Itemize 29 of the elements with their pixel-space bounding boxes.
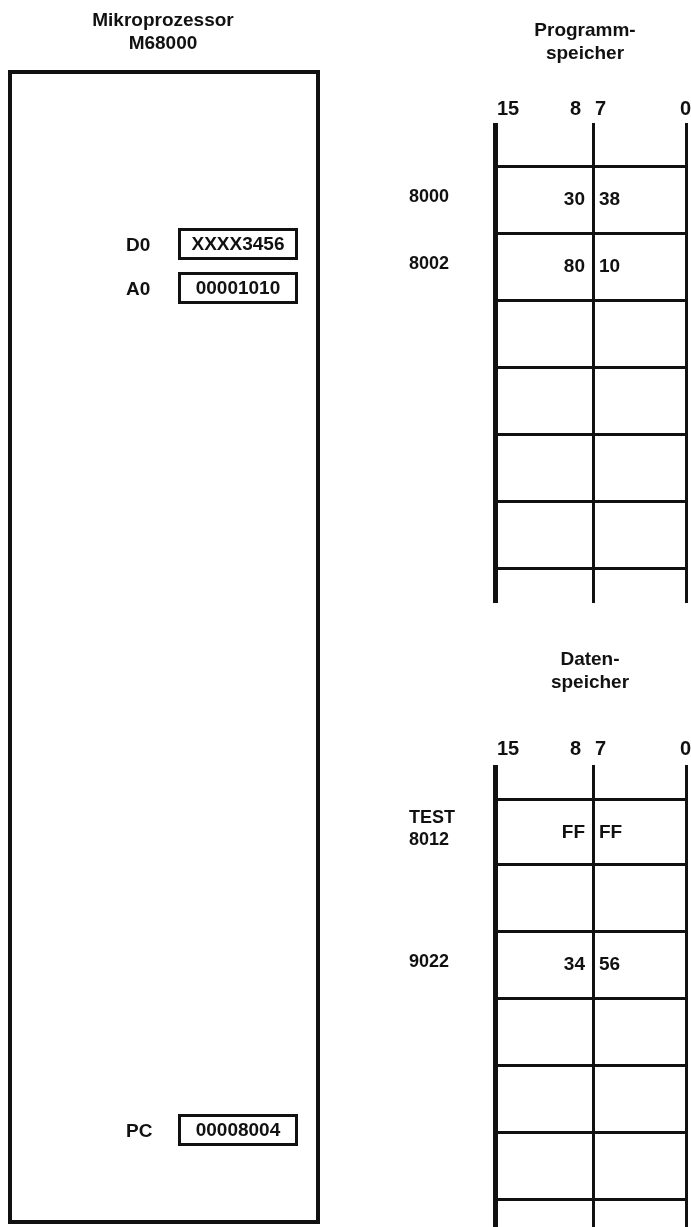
heading: Mikroprozessor M68000 (91, 8, 235, 54)
bit-number: 8 (570, 97, 582, 120)
bit-number: 15 (497, 737, 520, 760)
byte-value: FF (599, 821, 623, 843)
bit-number: 7 (595, 97, 607, 120)
register-box: 00008004 (178, 1114, 298, 1146)
byte-value: 34 (563, 953, 585, 975)
address-label: TEST 8012 (409, 806, 456, 850)
bit-number: 0 (680, 97, 691, 120)
register-label: A0 (126, 278, 151, 300)
byte-value: 80 (563, 255, 585, 277)
byte-value: 10 (599, 255, 621, 277)
byte-value: 38 (599, 188, 621, 210)
bit-number: 8 (570, 737, 582, 760)
address-label: 9022 (409, 950, 451, 972)
bit-number: 15 (497, 97, 520, 120)
byte-value: 30 (563, 188, 585, 210)
byte-value: 56 (599, 953, 621, 975)
register-label: PC (126, 1120, 153, 1142)
byte-value: FF (561, 821, 585, 843)
address-label: 8002 (409, 252, 451, 274)
register-box: 00001010 (178, 272, 298, 304)
address-label: 8000 (409, 185, 451, 207)
heading: Programm- speicher (533, 18, 637, 64)
register-label: D0 (126, 234, 151, 256)
bit-number: 0 (680, 737, 691, 760)
bit-number: 7 (595, 737, 607, 760)
heading: Daten- speicher (549, 647, 631, 693)
register-box: XXXX3456 (178, 228, 298, 260)
